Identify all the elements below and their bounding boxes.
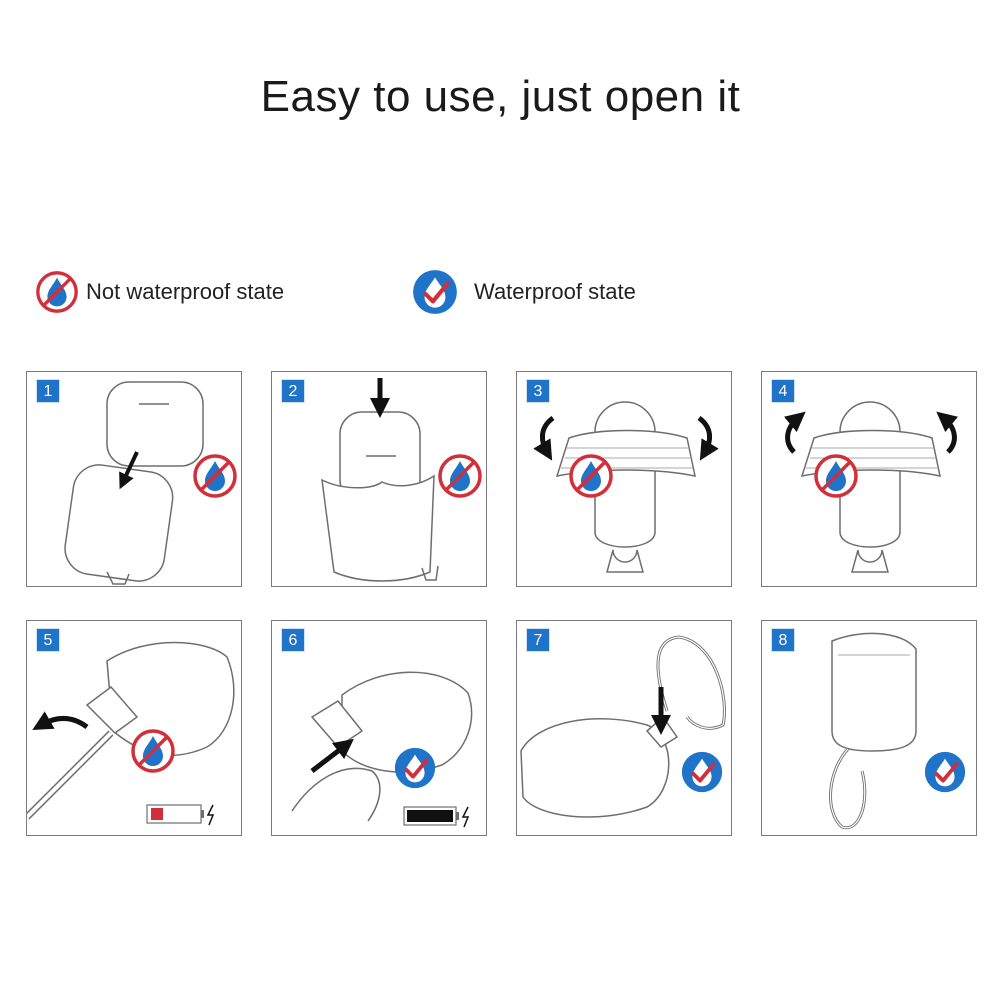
page-title: Easy to use, just open it (260, 72, 741, 121)
step-number-badge: 6 (281, 628, 305, 652)
step-panel-3: 3 (516, 371, 732, 587)
not-waterproof-icon (191, 452, 239, 500)
not-waterproof-icon (812, 452, 860, 500)
not-waterproof-icon (34, 269, 80, 315)
waterproof-icon (922, 749, 968, 795)
legend-label: Not waterproof state (86, 279, 285, 304)
legend-label: Waterproof state (474, 279, 636, 304)
case-illustration (321, 378, 439, 582)
legend-waterproof: Waterproof state (410, 268, 636, 316)
step-panel-1: 1 (26, 371, 242, 587)
case-illustration (291, 671, 473, 828)
waterproof-icon (392, 745, 438, 791)
not-waterproof-icon (436, 452, 484, 500)
step-panel-5: 5 (26, 620, 242, 836)
legend-not-waterproof: Not waterproof state (34, 268, 284, 316)
step-number-badge: 2 (281, 379, 305, 403)
step-panel-4: 4 (761, 371, 977, 587)
not-waterproof-icon (567, 452, 615, 500)
step-number-badge: 7 (526, 628, 550, 652)
case-illustration (64, 381, 204, 585)
waterproof-icon (410, 267, 460, 317)
case-illustration (829, 632, 917, 830)
step-number-badge: 1 (36, 379, 60, 403)
case-illustration (27, 641, 235, 826)
case-illustration (520, 635, 726, 818)
step-panel-2: 2 (271, 371, 487, 587)
case-illustration (533, 401, 719, 573)
step-number-badge: 4 (771, 379, 795, 403)
step-panel-7: 7 (516, 620, 732, 836)
waterproof-icon (679, 749, 725, 795)
step-panel-6: 6 (271, 620, 487, 836)
step-panel-8: 8 (761, 620, 977, 836)
case-illustration (783, 401, 959, 573)
step-number-badge: 3 (526, 379, 550, 403)
step-number-badge: 8 (771, 628, 795, 652)
not-waterproof-icon (129, 727, 177, 775)
step-number-badge: 5 (36, 628, 60, 652)
